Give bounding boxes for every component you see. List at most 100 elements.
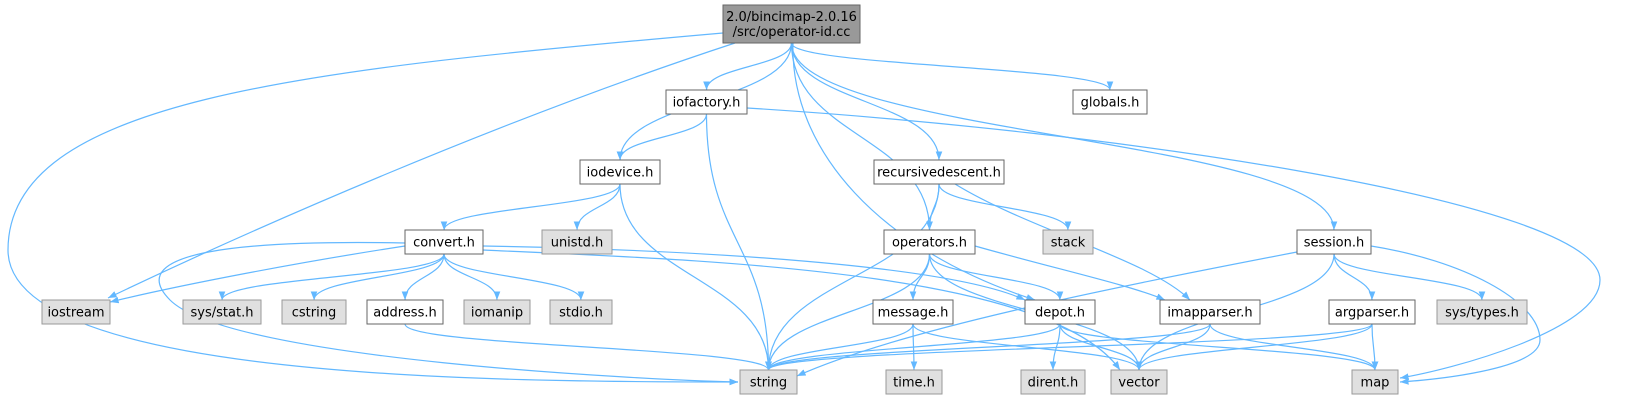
node-box-root (722, 4, 861, 44)
node-imapparser[interactable]: imapparser.h (1159, 299, 1261, 325)
node-label-systypes: sys/types.h (1445, 306, 1519, 321)
node-address[interactable]: address.h (366, 299, 444, 325)
edge-root-to-operators (790, 42, 933, 231)
edge-convert-to-stdio (443, 253, 585, 301)
edge-root-to-recursivedescent (790, 42, 943, 161)
node-recursivedescent[interactable]: recursivedescent.h (873, 159, 1005, 185)
edge-imapparser-to-vector (1135, 323, 1211, 371)
edge-operators-to-depot (928, 253, 1064, 301)
node-argparser[interactable]: argparser.h (1328, 299, 1416, 325)
node-label-dirent: dirent.h (1028, 376, 1079, 391)
node-box-address (366, 299, 444, 325)
edge-imapparser-to-string (765, 323, 1211, 371)
node-box-message (872, 299, 954, 325)
node-box-vector (1110, 369, 1168, 395)
edge-recursivedescent-to-operators (926, 183, 940, 231)
edge-address-to-string (404, 323, 772, 371)
node-convert[interactable]: convert.h (404, 229, 484, 255)
node-box-sysstat (182, 299, 262, 325)
node-label-message: message.h (878, 306, 949, 321)
node-box-globals (1072, 89, 1148, 115)
node-label-cstring: cstring (292, 306, 336, 321)
node-unistd: unistd.h (541, 229, 613, 255)
node-iodevice[interactable]: iodevice.h (579, 159, 661, 185)
edge-iofactory-to-iodevice (616, 113, 708, 161)
edge-convert-to-cstring (310, 253, 445, 301)
node-box-recursivedescent (873, 159, 1005, 185)
edge-iodevice-to-convert (440, 183, 621, 231)
edge-root-to-depot (792, 42, 1036, 301)
edge-iodevice-to-unistd (573, 183, 621, 231)
node-dirent: dirent.h (1020, 369, 1086, 395)
node-label-iostream: iostream (47, 306, 104, 321)
edges (7, 32, 1601, 386)
node-session[interactable]: session.h (1296, 229, 1372, 255)
node-box-iomanip (463, 299, 531, 325)
node-iofactory[interactable]: iofactory.h (665, 89, 748, 115)
node-label-operators: operators.h (892, 236, 967, 251)
node-label-iodevice: iodevice.h (587, 166, 654, 181)
node-label-stack: stack (1051, 236, 1086, 251)
node-string: string (739, 369, 798, 395)
node-message[interactable]: message.h (872, 299, 954, 325)
edge-session-to-systypes (1333, 253, 1486, 301)
node-iostream: iostream (41, 299, 111, 325)
node-time: time.h (885, 369, 943, 395)
node-label-recursivedescent: recursivedescent.h (877, 166, 1001, 181)
node-box-iofactory (665, 89, 748, 115)
edge-session-to-map (1370, 245, 1541, 385)
node-label-depot: depot.h (1035, 306, 1085, 321)
edge-root-to-iostream (107, 42, 736, 299)
nodes: 2.0/bincimap-2.0.16/src/operator-id.cc io… (41, 4, 1528, 395)
node-box-stdio (549, 299, 613, 325)
node-stdio: stdio.h (549, 299, 613, 325)
edge-recursivedescent-to-string (765, 183, 940, 371)
node-label-vector: vector (1118, 376, 1160, 391)
edge-root-to-globals (790, 42, 1114, 91)
node-label-argparser: argparser.h (1335, 306, 1409, 321)
node-label-sysstat: sys/stat.h (191, 306, 254, 321)
node-label-map: map (1361, 376, 1390, 391)
node-stack: stack (1042, 229, 1094, 255)
node-box-stack (1042, 229, 1094, 255)
edge-iodevice-to-string (619, 183, 772, 371)
edge-iofactory-to-string (705, 113, 772, 371)
edge-operators-to-imapparser (974, 245, 1166, 301)
edge-operators-to-message (909, 253, 931, 301)
node-label-time: time.h (893, 376, 935, 391)
edge-convert-to-sysstat (218, 253, 445, 301)
node-box-string (739, 369, 798, 395)
root-label-line-1: 2.0/bincimap-2.0.16 (726, 10, 857, 25)
node-map: map (1351, 369, 1399, 395)
edge-depot-to-string (765, 323, 1061, 371)
edge-message-to-vector (912, 323, 1143, 371)
node-label-stdio: stdio.h (559, 306, 603, 321)
edge-convert-to-vector (482, 249, 1121, 371)
edge-iofactory-to-map (746, 107, 1601, 380)
node-sysstat: sys/stat.h (182, 299, 262, 325)
node-box-map (1351, 369, 1399, 395)
node-box-dirent (1020, 369, 1086, 395)
node-label-imapparser: imapparser.h (1167, 306, 1252, 321)
node-root[interactable]: 2.0/bincimap-2.0.16/src/operator-id.cc (722, 4, 861, 44)
node-label-unistd: unistd.h (551, 236, 604, 251)
node-globals[interactable]: globals.h (1072, 89, 1148, 115)
edge-operators-to-string (765, 253, 931, 371)
edge-session-to-argparser (1333, 253, 1376, 301)
node-box-session (1296, 229, 1372, 255)
node-depot[interactable]: depot.h (1024, 299, 1096, 325)
node-iomanip: iomanip (463, 299, 531, 325)
edge-message-to-string (765, 323, 914, 371)
edge-convert-to-iomanip (443, 253, 501, 301)
node-label-globals: globals.h (1081, 96, 1140, 111)
edge-root-to-iofactory (703, 42, 793, 91)
node-box-operators (883, 229, 976, 255)
node-box-unistd (541, 229, 613, 255)
edge-recursivedescent-to-stack (938, 183, 1072, 231)
node-operators[interactable]: operators.h (883, 229, 976, 255)
edge-imapparser-to-map (1209, 323, 1379, 371)
node-box-iostream (41, 299, 111, 325)
node-systypes: sys/types.h (1436, 299, 1528, 325)
edge-root-to-string (7, 32, 739, 386)
node-label-convert: convert.h (413, 236, 475, 251)
